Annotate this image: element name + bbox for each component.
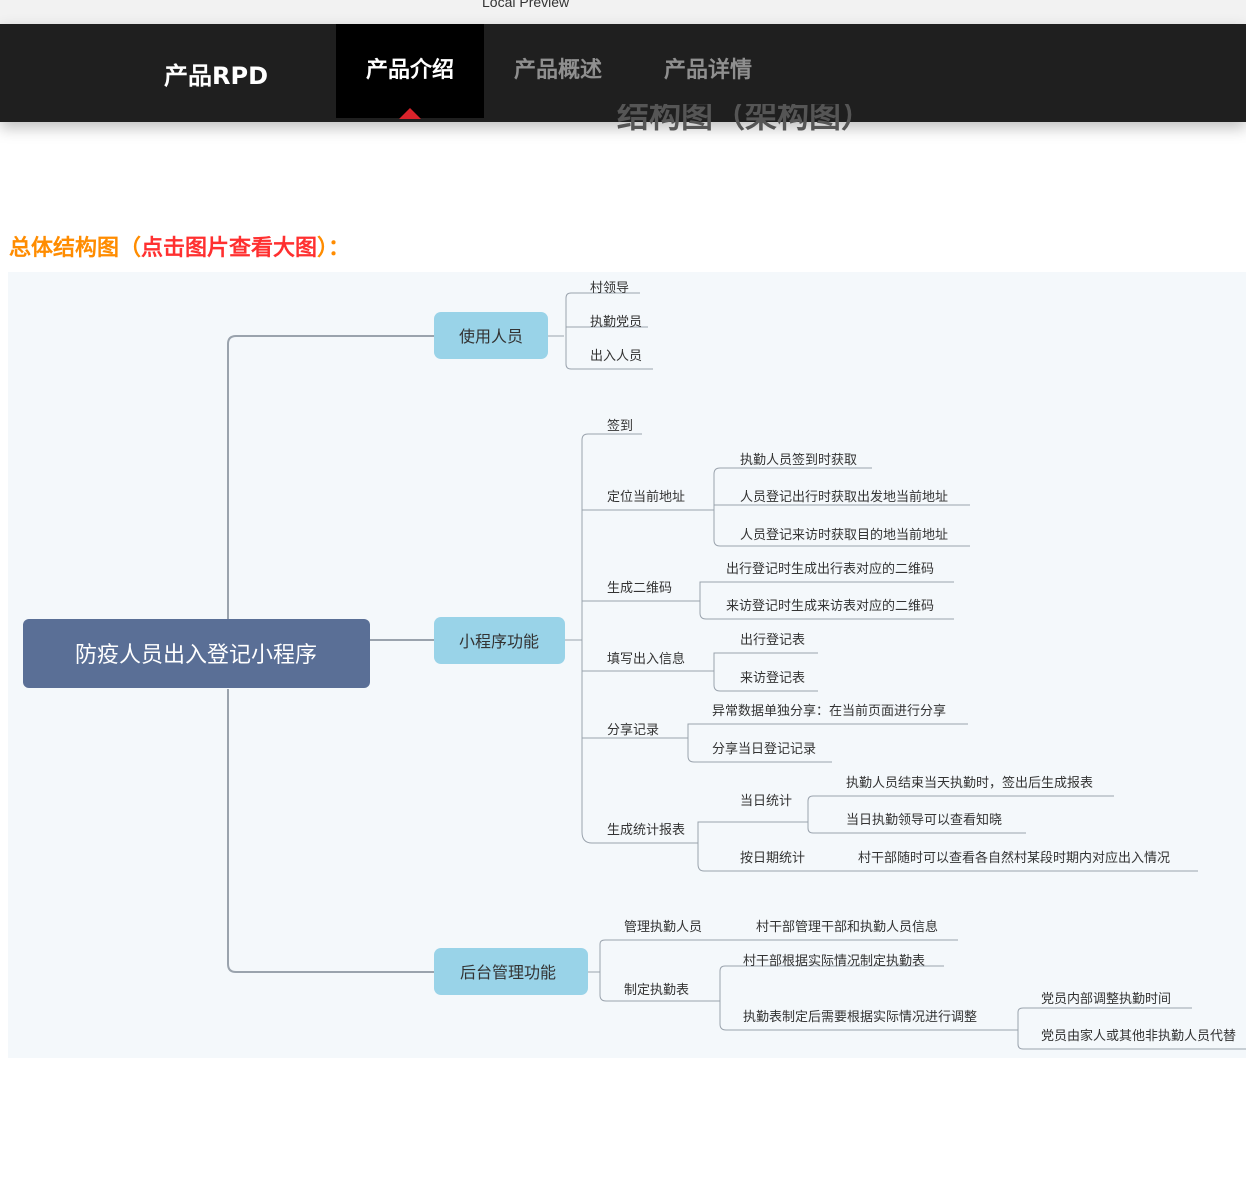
- branch-label-backend: 后台管理功能: [460, 963, 556, 982]
- sub-function-label: 当日统计: [740, 794, 792, 809]
- branch-node-backend: [434, 948, 588, 995]
- function-label: 管理执勤人员: [624, 920, 702, 935]
- sub-function-label: 村干部根据实际情况制定执勤表: [743, 954, 925, 969]
- leaf-label: 执勤人员签到时获取: [740, 452, 857, 468]
- leaf-label: 村干部随时可以查看各自然村某段时期内对应出入情况: [858, 850, 1170, 866]
- function-label: 填写出入信息: [607, 651, 685, 667]
- brand-logo-text[interactable]: 产品RPD: [164, 62, 268, 90]
- leaf-label: 执勤人员结束当天执勤时，签出后生成报表: [846, 775, 1093, 791]
- leaf-label: 出行登记表: [740, 633, 805, 648]
- leaf-label: 党员由家人或其他非执勤人员代替: [1041, 1028, 1236, 1044]
- function-label: 定位当前地址: [607, 489, 685, 505]
- branch-connectors: [548, 292, 1246, 1050]
- leaf-label: 党员内部调整执勤时间: [1041, 991, 1171, 1007]
- branch-label-users: 使用人员: [459, 327, 523, 346]
- sub-function-label: 按日期统计: [740, 851, 805, 866]
- function-label: 分享记录: [607, 722, 659, 738]
- function-label: 制定执勤表: [624, 983, 689, 998]
- window-title: Local Preview: [482, 0, 570, 10]
- heading-suffix: ）：: [317, 236, 351, 261]
- sub-function-label: 执勤表制定后需要根据实际情况进行调整: [743, 1010, 977, 1025]
- leaf-label: 来访登记时生成来访表对应的二维码: [726, 598, 934, 614]
- leaf-label: 出入人员: [590, 349, 642, 364]
- active-tab-marker: [399, 108, 421, 119]
- leaf-label: 出行登记时生成出行表对应的二维码: [726, 561, 934, 577]
- leaf-label: 当日执勤领导可以查看知晓: [846, 812, 1002, 828]
- leaf-label: 村干部管理干部和执勤人员信息: [756, 919, 938, 935]
- leaf-label: 村领导: [590, 281, 629, 296]
- structure-mindmap-image[interactable]: 防疫人员出入登记小程序 使用人员 小程序功能 后台管理功能 村领导 执勤党员 出…: [8, 272, 1246, 1058]
- leaf-label: 来访登记表: [740, 671, 805, 686]
- root-node-label: 防疫人员出入登记小程序: [75, 643, 317, 668]
- overall-structure-heading: 总体结构图（点击图片查看大图）：: [9, 230, 350, 262]
- branch-node-users: [434, 312, 548, 359]
- trunk-connectors: [227, 335, 434, 973]
- leaf-label: 执勤党员: [590, 315, 642, 330]
- branch-node-miniprogram: [434, 617, 565, 664]
- function-label: 生成二维码: [607, 581, 672, 596]
- leaf-label: 人员登记来访时获取目的地当前地址: [740, 527, 948, 543]
- preview-title-bar: Local Preview: [0, 0, 1246, 25]
- tab-product-details[interactable]: 产品详情: [664, 58, 753, 83]
- section-title-partial: 结构图（架构图）: [617, 104, 874, 135]
- mindmap-canvas: 防疫人员出入登记小程序 使用人员 小程序功能 后台管理功能 村领导 执勤党员 出…: [23, 281, 1246, 1050]
- function-label: 签到: [607, 418, 633, 434]
- leaf-label: 异常数据单独分享：在当前页面进行分享: [712, 703, 946, 719]
- function-label: 生成统计报表: [607, 823, 685, 838]
- tab-product-intro[interactable]: 产品介绍: [336, 24, 484, 118]
- branch-label-miniprogram: 小程序功能: [459, 632, 539, 651]
- heading-click-hint[interactable]: 点击图片查看大图: [141, 236, 318, 261]
- root-node: [23, 619, 370, 688]
- heading-prefix: 总体结构图（: [9, 236, 142, 261]
- leaf-label: 分享当日登记记录: [712, 741, 816, 757]
- tab-product-overview[interactable]: 产品概述: [514, 58, 603, 83]
- top-nav-bar: 产品RPD 产品介绍 产品概述 产品详情: [0, 24, 1246, 122]
- leaf-label: 人员登记出行时获取出发地当前地址: [740, 489, 948, 505]
